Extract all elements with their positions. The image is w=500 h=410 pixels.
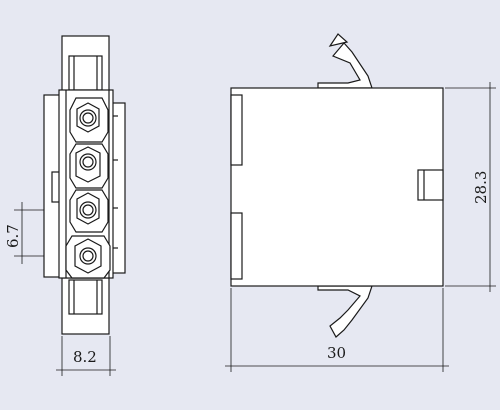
top-spring-latch xyxy=(317,33,373,89)
cavity-1 xyxy=(69,97,109,143)
front-dimensions xyxy=(14,202,116,376)
dim-width-label: 8.2 xyxy=(73,348,97,366)
dim-height-label: 28.3 xyxy=(472,171,490,204)
left-recess-top xyxy=(230,94,243,166)
top-latch xyxy=(61,35,110,93)
left-recess-bottom xyxy=(230,212,243,280)
cavity-3 xyxy=(69,189,109,233)
bottom-spring-latch xyxy=(317,285,373,338)
side-body xyxy=(230,87,444,287)
front-view xyxy=(43,35,126,335)
dim-pitch-label: 6.7 xyxy=(4,224,22,248)
cavity-4 xyxy=(65,235,111,279)
dim-length-label: 30 xyxy=(327,344,346,362)
cavity-2 xyxy=(69,143,109,189)
side-view xyxy=(230,33,444,338)
right-notch xyxy=(417,169,444,201)
bottom-latch xyxy=(61,277,110,335)
side-dimensions xyxy=(225,82,496,372)
